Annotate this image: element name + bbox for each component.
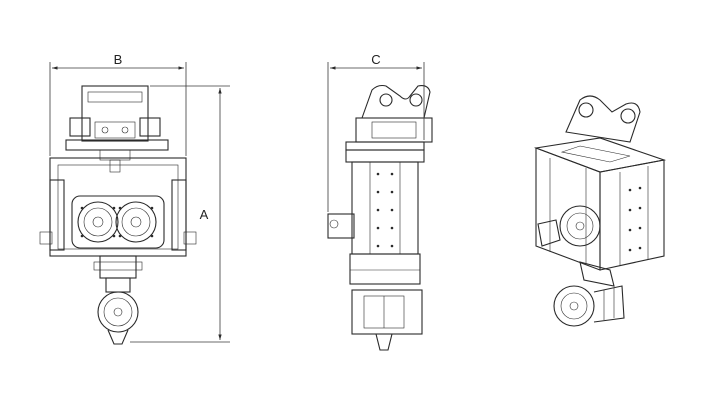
- dimension-label-b: B: [114, 52, 123, 67]
- dimension-a: A: [130, 85, 230, 343]
- isometric-view: [533, 95, 667, 327]
- front-view: [39, 85, 197, 345]
- side-view: [327, 84, 433, 351]
- dimension-label-c: C: [371, 52, 380, 67]
- dimension-c: C: [327, 52, 425, 212]
- dimension-b: B: [49, 52, 187, 156]
- dimension-label-a: A: [200, 207, 209, 222]
